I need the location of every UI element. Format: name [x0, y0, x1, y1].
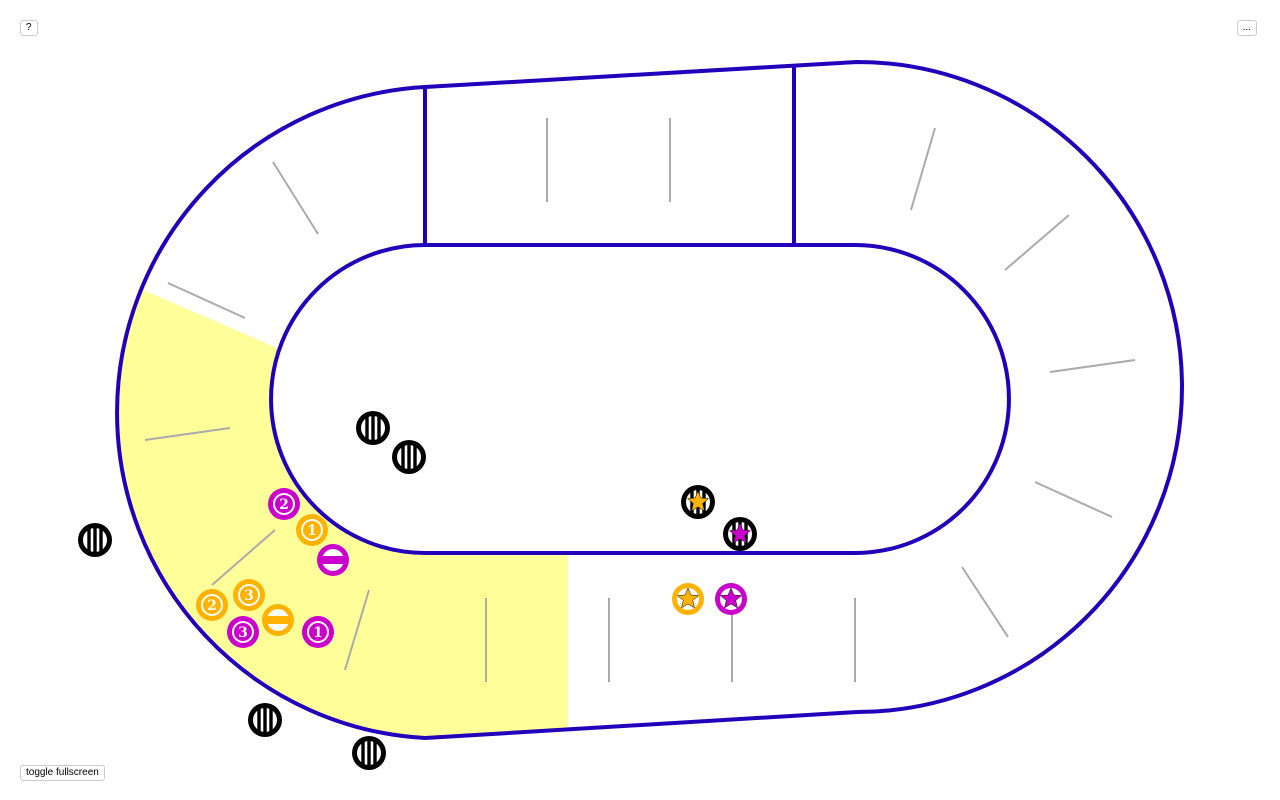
star-icon — [676, 587, 700, 609]
number-badge — [303, 521, 321, 539]
number-badge — [309, 623, 327, 641]
star-icon — [686, 490, 710, 512]
space-divider — [272, 161, 319, 235]
space-divider — [910, 127, 936, 211]
token-number-orange[interactable]: 2 — [196, 589, 228, 621]
stripe — [99, 528, 103, 552]
token-number: 2 — [279, 497, 289, 513]
stripe — [361, 741, 365, 765]
number-badge — [240, 586, 258, 604]
stripe — [413, 445, 417, 469]
stripe — [407, 445, 411, 469]
token-minus-orange[interactable] — [262, 604, 294, 636]
token-star-orange[interactable] — [672, 583, 704, 615]
help-button[interactable]: ? — [20, 20, 38, 36]
number-badge — [203, 596, 221, 614]
space-divider — [167, 282, 246, 319]
token-number: 3 — [238, 625, 248, 641]
token-striped-neutral[interactable] — [352, 736, 386, 770]
token-striped-neutral[interactable] — [392, 440, 426, 474]
token-number: 1 — [307, 523, 317, 539]
stripe — [367, 741, 371, 765]
token-number: 1 — [313, 625, 323, 641]
stripe — [401, 445, 405, 469]
star-icon — [719, 587, 743, 609]
token-number-magenta[interactable]: 1 — [302, 616, 334, 648]
stripe — [87, 528, 91, 552]
track-infield — [269, 243, 1011, 555]
space-divider — [211, 529, 276, 586]
token-striped-star-magenta[interactable] — [723, 517, 757, 551]
token-minus-magenta[interactable] — [317, 544, 349, 576]
token-number: 2 — [207, 598, 217, 614]
stripe — [371, 416, 375, 440]
stripe — [257, 708, 261, 732]
stripe — [93, 528, 97, 552]
token-number-orange[interactable]: 3 — [233, 579, 265, 611]
stripe — [263, 708, 267, 732]
space-divider — [1034, 481, 1113, 518]
toggle-fullscreen-button[interactable]: toggle fullscreen — [20, 765, 105, 781]
space-divider — [961, 566, 1009, 638]
token-number-orange[interactable]: 1 — [296, 514, 328, 546]
token-striped-star-orange[interactable] — [681, 485, 715, 519]
token-number-magenta[interactable]: 2 — [268, 488, 300, 520]
space-divider — [1049, 359, 1136, 373]
token-number-magenta[interactable]: 3 — [227, 616, 259, 648]
token-striped-neutral[interactable] — [78, 523, 112, 557]
track-outer-edge — [115, 59, 1184, 741]
space-divider — [144, 427, 231, 441]
space-divider — [344, 589, 370, 671]
stripe — [377, 416, 381, 440]
star-icon — [728, 522, 752, 544]
space-divider — [1004, 214, 1070, 271]
token-striped-neutral[interactable] — [356, 411, 390, 445]
number-badge — [275, 495, 293, 513]
minus-icon — [265, 616, 291, 624]
minus-icon — [320, 556, 346, 564]
stripe — [373, 741, 377, 765]
number-badge — [234, 623, 252, 641]
more-menu-button[interactable]: ... — [1236, 20, 1257, 36]
stripe — [365, 416, 369, 440]
token-star-magenta[interactable] — [715, 583, 747, 615]
token-number: 3 — [244, 588, 254, 604]
stripe — [269, 708, 273, 732]
token-striped-neutral[interactable] — [248, 703, 282, 737]
